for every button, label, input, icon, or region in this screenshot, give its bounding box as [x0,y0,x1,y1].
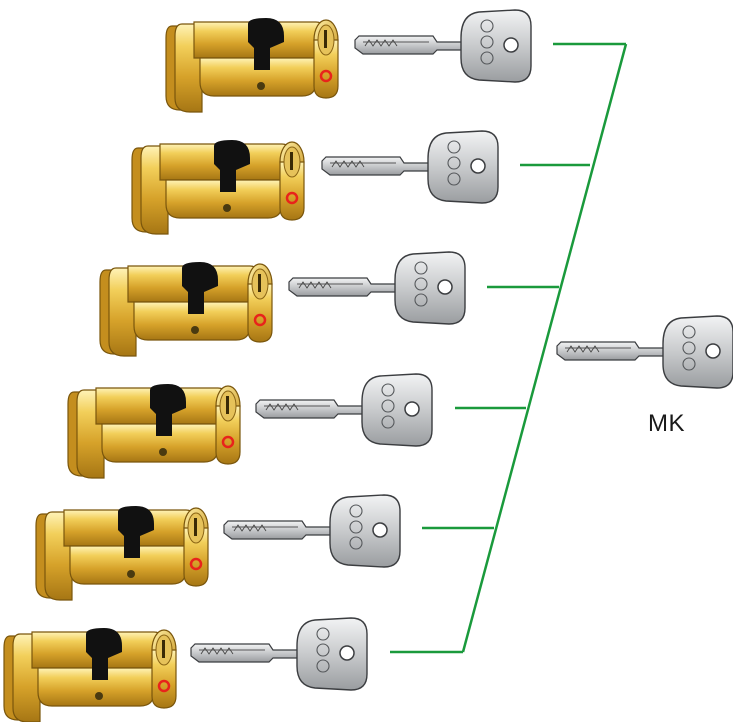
lock-cylinder-icon [2,626,178,722]
key-icon [288,251,466,325]
cylinder-row-2 [130,130,499,236]
key-icon [321,130,499,204]
cylinder-row-4 [66,373,433,480]
key-icon [255,373,433,447]
lock-cylinder-icon [98,260,274,358]
lock-cylinder-icon [130,138,306,236]
master-key-icon [556,315,733,389]
key-icon [190,617,368,691]
connector-trunk [461,43,628,653]
key-icon [354,9,532,83]
lock-cylinder-icon [34,504,210,602]
master-key-label: MK [648,410,685,437]
cylinder-row-6 [2,617,368,722]
connector-lines [390,42,628,654]
cylinder-row-1 [164,9,532,114]
cylinder-row-3 [98,251,466,358]
cylinder-row-5 [34,494,401,602]
lock-cylinder-icon [66,382,242,480]
key-icon [223,494,401,568]
lock-cylinder-icon [164,16,340,114]
